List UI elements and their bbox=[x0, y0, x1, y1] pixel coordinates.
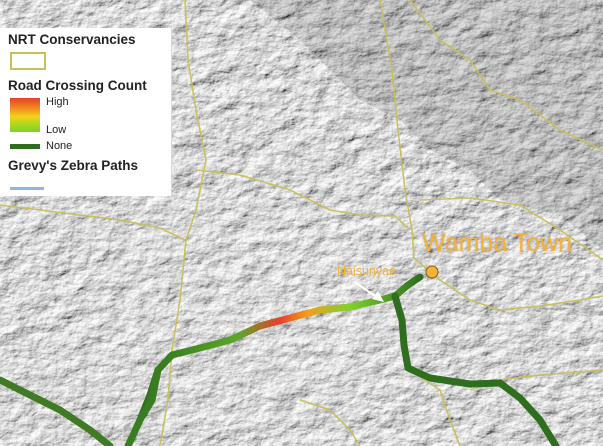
road-west bbox=[0, 376, 114, 446]
place-label: Naisunyae bbox=[337, 264, 397, 278]
plains-shading bbox=[60, 200, 430, 430]
circle-marker-icon[interactable] bbox=[425, 265, 439, 279]
conservancy-swatch bbox=[10, 52, 46, 70]
legend-conservancies-title: NRT Conservancies bbox=[8, 32, 136, 47]
road-branch bbox=[124, 366, 162, 446]
crossing-gradient-swatch bbox=[10, 98, 40, 132]
arrow-pointer-icon bbox=[355, 282, 384, 302]
legend-low-label: Low bbox=[46, 124, 67, 136]
none-road-swatch bbox=[10, 144, 40, 149]
legend-crossing-title: Road Crossing Count bbox=[8, 78, 147, 93]
legend-none-label: None bbox=[46, 140, 73, 152]
legend-paths-title: Grevy's Zebra Paths bbox=[8, 158, 139, 173]
road-south bbox=[391, 292, 504, 388]
map-legend: NRT Conservancies Road Crossing Count Hi… bbox=[0, 28, 172, 196]
mountain-shading bbox=[250, 0, 603, 250]
zebra-path-swatch bbox=[10, 187, 44, 190]
road-network bbox=[0, 273, 560, 446]
legend-high-label: High bbox=[46, 96, 69, 108]
road-southeast bbox=[496, 379, 560, 446]
town-label: Wamba Town bbox=[422, 229, 573, 257]
